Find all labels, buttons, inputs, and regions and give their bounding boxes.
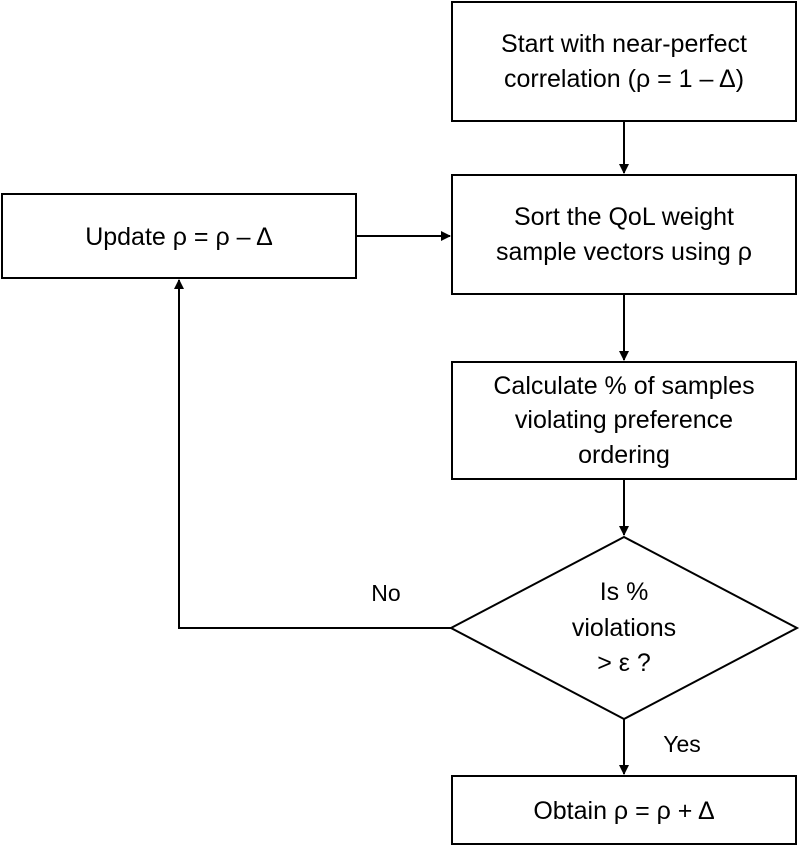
start-box <box>451 1 797 122</box>
start-node: Start with near-perfect correlation (ρ =… <box>451 1 797 122</box>
calculate-line-1: Calculate % of samples <box>493 372 754 400</box>
sort-line-2: sample vectors using ρ <box>496 238 752 266</box>
no-label: No <box>371 580 400 606</box>
update-line-1: Update ρ = ρ – Δ <box>85 223 273 251</box>
calculate-node: Calculate % of samples violating prefere… <box>451 361 797 480</box>
decision-node: Is % violations > ε ? <box>448 535 800 721</box>
edge-decision-to-update <box>174 279 451 629</box>
obtain-line-1: Obtain ρ = ρ + Δ <box>533 797 714 825</box>
sort-line-1: Sort the QoL weight <box>514 203 734 231</box>
start-line-2: correlation (ρ = 1 – Δ) <box>504 65 744 93</box>
update-node: Update ρ = ρ – Δ <box>1 193 357 279</box>
calculate-line-2: violating preference <box>515 406 733 434</box>
sort-node: Sort the QoL weight sample vectors using… <box>451 174 797 295</box>
start-line-1: Start with near-perfect <box>501 30 747 58</box>
decision-line-3: > ε ? <box>597 649 651 677</box>
decision-line-2: violations <box>572 614 676 642</box>
sort-box <box>451 174 797 295</box>
yes-label: Yes <box>663 731 701 757</box>
calculate-line-3: ordering <box>578 441 670 469</box>
decision-line-1: Is % <box>600 578 649 606</box>
obtain-box <box>451 775 797 845</box>
calculate-box <box>451 361 797 480</box>
update-box <box>1 193 357 279</box>
obtain-node: Obtain ρ = ρ + Δ <box>451 775 797 845</box>
